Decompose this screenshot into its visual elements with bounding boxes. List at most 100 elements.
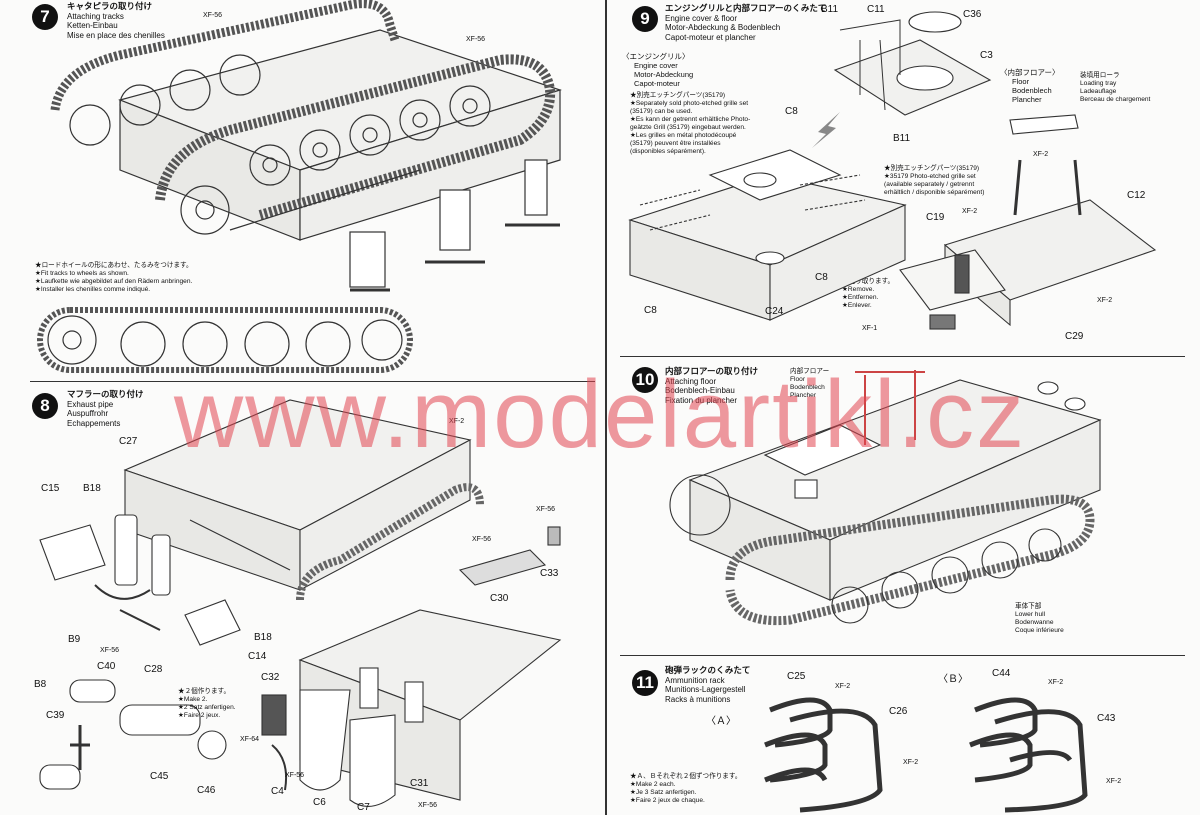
part-label: B11: [893, 133, 911, 144]
paint-callout: XF-56: [536, 506, 556, 513]
note-line: ★Make 2 each.: [630, 781, 676, 788]
part-label: C11: [867, 4, 885, 15]
divider-right-low: [620, 655, 1185, 656]
note-heading: 〈内部フロアー〉: [1000, 68, 1060, 77]
note-line: ★Je 3 Satz anfertigen.: [630, 789, 697, 796]
note-line: ★Installer les chenilles comme indiqué.: [35, 286, 151, 293]
note-line: ★Faire 2 jeux de chaque.: [630, 797, 705, 804]
note-line: ★Fit tracks to wheels as shown.: [35, 270, 129, 277]
part-label: C29: [1065, 331, 1084, 342]
paint-callout: XF-2: [449, 418, 465, 425]
part-label: C14: [248, 651, 267, 662]
paint-callout: XF-1: [862, 325, 878, 332]
rack-note: ★Ａ、Ｂそれぞれ２個ずつ作ります。 ★Make 2 each. ★Je 3 Sa…: [630, 773, 741, 805]
paint-callout: XF-56: [466, 36, 486, 43]
part-label: C31: [410, 778, 429, 789]
part-label: C8: [815, 272, 828, 283]
part-label: C30: [490, 593, 509, 604]
note-line: (disponibles séparément).: [630, 148, 706, 155]
note-line: Plancher: [790, 392, 817, 399]
note-line: Coque inférieure: [1015, 627, 1064, 634]
note-line: ★Les grilles en métal photodécoupé: [630, 132, 737, 139]
title-en: Attaching floor: [665, 376, 717, 386]
step-number: 8: [32, 393, 58, 419]
tracks-note: ★ロードホイールの形にあわせ、たるみをつけます。 ★Fit tracks to …: [35, 262, 193, 294]
note-line: Lower hull: [1015, 611, 1046, 618]
part-label: C46: [197, 785, 216, 796]
note-line: ★別売エッチングパーツ(35179): [884, 165, 980, 172]
paint-callout: XF-2: [1048, 679, 1064, 686]
note-line: ★別売エッチングパーツ(35179): [630, 92, 726, 99]
title-jp: キャタピラの取り付け: [67, 1, 153, 11]
note-line: ★Separately sold photo-etched grille set: [630, 100, 749, 107]
note-line: ★２個作ります。: [178, 688, 231, 695]
title-jp: エンジングリルと内部フロアーのくみたて: [665, 3, 827, 13]
step-titles: エンジングリルと内部フロアーのくみたて Engine cover & floor…: [665, 3, 827, 42]
paint-callout: XF-56: [203, 12, 223, 19]
title-en: Exhaust pipe: [67, 399, 114, 409]
title-de: Motor-Abdeckung & Bodenblech: [665, 23, 781, 32]
grille-note: 〈エンジングリル〉 Engine cover Motor-Abdeckung C…: [622, 52, 693, 88]
part-label: B18: [254, 632, 272, 643]
part-label: C8: [644, 305, 657, 316]
note-line: ★Faire 2 jeux.: [178, 712, 221, 719]
note-line: Bodenblech: [790, 384, 825, 391]
note-line: Plancher: [1012, 95, 1042, 104]
step-titles: マフラーの取り付け Exhaust pipe Auspuffrohr Echap…: [67, 389, 144, 428]
note-line: ★2 Satz anfertigen.: [178, 704, 236, 711]
part-label: C28: [144, 664, 163, 675]
note-line: ★Es kann der getrennt erhältliche Photo-: [630, 116, 751, 123]
divider-left-mid: [30, 381, 595, 382]
paint-callout: XF-56: [100, 647, 120, 654]
note-line: ★35179 Photo-etched grille set: [884, 173, 976, 180]
note-line: ★Enlever.: [842, 302, 872, 309]
floor-note: 〈内部フロアー〉 Floor Bodenblech Plancher: [1000, 68, 1060, 104]
loading-tray-note: 装填用ローラ Loading tray Ladeauflage Berceau …: [1080, 72, 1150, 104]
paint-callout: XF-56: [472, 536, 492, 543]
part-label: C39: [46, 710, 65, 721]
title-de: Bodenblech-Einbau: [665, 386, 735, 395]
note-line: ★Remove.: [842, 286, 875, 293]
note-line: ★削り取ります。: [842, 278, 895, 285]
note-line: ★Make 2.: [178, 696, 208, 703]
note-line: Floor: [790, 376, 806, 383]
paint-callout: XF-2: [1033, 151, 1049, 158]
paint-callout: XF-56: [285, 772, 305, 779]
note-line: 内部フロアー: [790, 368, 830, 375]
title-en: Attaching tracks: [67, 11, 124, 21]
note-line: Bodenwanne: [1015, 619, 1054, 626]
note-line: geätzte Grill (35179) eingebaut werden.: [630, 124, 746, 131]
step-number: 9: [632, 6, 658, 32]
title-fr: Capot-moteur et plancher: [665, 32, 756, 42]
title-fr: Fixation du plancher: [665, 395, 738, 405]
title-en: Engine cover & floor: [665, 13, 738, 23]
step-titles: キャタピラの取り付け Attaching tracks Ketten-Einba…: [67, 1, 165, 40]
floor-label-note: 内部フロアー Floor Bodenblech Plancher: [790, 368, 829, 400]
note-heading: 〈エンジングリル〉: [622, 52, 690, 61]
title-jp: 砲弾ラックのくみたて: [665, 665, 751, 675]
note-line: ★Laufkette wie abgebildet auf den Rädern…: [35, 278, 193, 285]
note-line: Floor: [1012, 77, 1030, 86]
part-label: C15: [41, 483, 60, 494]
variant-label: 〈Ａ〉: [706, 716, 736, 727]
step-number: 10: [632, 367, 658, 393]
note-line: erhältlich / disponible séparément): [884, 189, 985, 196]
note-line: 車体下部: [1015, 603, 1042, 610]
etched-grille-note-2: ★別売エッチングパーツ(35179) ★35179 Photo-etched g…: [884, 165, 984, 197]
title-fr: Racks à munitions: [665, 694, 731, 704]
title-jp: マフラーの取り付け: [67, 389, 144, 399]
part-label: C6: [313, 797, 326, 808]
remove-note: ★削り取ります。 ★Remove. ★Entfernen. ★Enlever.: [842, 278, 894, 310]
note-line: Bodenblech: [1012, 86, 1052, 95]
part-label: C27: [119, 436, 138, 447]
part-label: C44: [992, 668, 1011, 679]
title-en: Ammunition rack: [665, 675, 725, 685]
note-line: Berceau de chargement: [1080, 96, 1151, 103]
note-line: (35179) peuvent être installées: [630, 140, 721, 147]
part-label: C7: [357, 802, 370, 813]
